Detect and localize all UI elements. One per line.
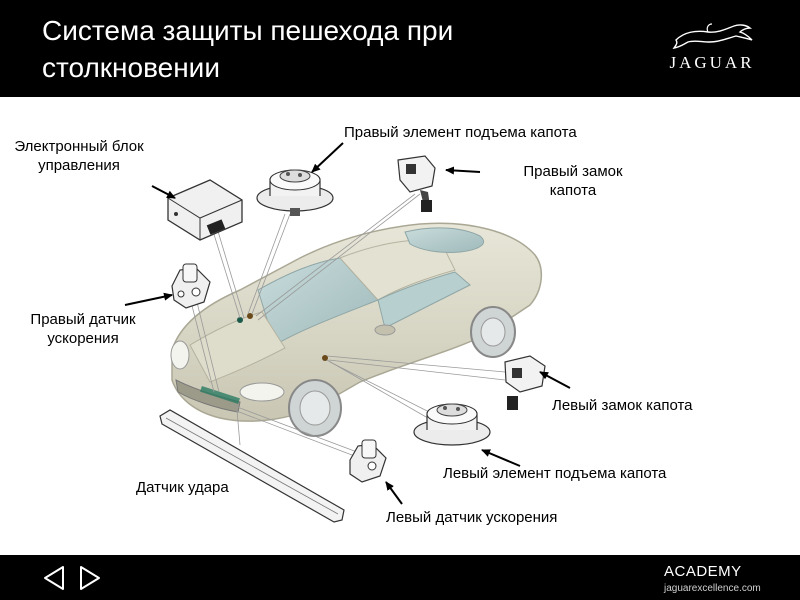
left-headlight [170, 340, 190, 370]
arrow-left-lifter [481, 449, 521, 467]
jaguar-logo: JAGUAR [662, 20, 762, 75]
label-right-hood-lifter: Правый элемент подъема капота [344, 124, 577, 141]
label-left-hood-latch: Левый замок капота [552, 397, 693, 414]
diagram-area: Электронный блок управления Правый элеме… [0, 97, 800, 555]
right-hood-latch-part [397, 155, 436, 212]
label-left-accel-sensor: Левый датчик ускорения [386, 509, 558, 526]
arrow-left-accel [385, 481, 403, 505]
label-left-hood-lifter: Левый элемент подъема капота [443, 465, 667, 482]
sensor-points [200, 313, 328, 405]
academy-url[interactable]: jaguarexcellence.com [664, 583, 761, 594]
left-hood-lifter-part [413, 403, 491, 446]
header-bar: Система защиты пешехода при столкновении… [0, 0, 800, 97]
right-headlight [239, 382, 285, 402]
footer-bar: ACADEMY jaguarexcellence.com [0, 555, 800, 600]
logo-text: JAGUAR [669, 53, 755, 72]
leaping-jaguar-icon [672, 23, 753, 49]
hood [189, 311, 286, 383]
academy-label: ACADEMY [664, 563, 742, 580]
prev-slide-button[interactable] [42, 565, 66, 591]
impact-sensor-strip [200, 385, 240, 405]
left-lifter-point [322, 355, 328, 361]
arrow-left-latch [539, 371, 571, 389]
side-window [377, 271, 471, 329]
label-right-accel-sensor: Правый датчик ускорения [30, 311, 136, 347]
arrow-right-latch [445, 166, 481, 175]
pointer-arrows [124, 142, 571, 505]
system-diagram [124, 142, 571, 523]
page-title: Система защиты пешехода при столкновении [42, 15, 454, 83]
right-lifter-point [247, 313, 253, 319]
left-hood-latch-part [504, 355, 546, 410]
triangle-right-icon [80, 566, 100, 590]
arrow-right-lifter [311, 142, 344, 173]
label-impact-sensor: Датчик удара [136, 479, 229, 496]
connection-lines [187, 193, 506, 461]
roof [339, 239, 456, 301]
ecu-module [167, 179, 243, 241]
front-grille [175, 379, 241, 413]
arrow-ecu [151, 185, 176, 199]
left-accel-sensor-part [349, 439, 387, 483]
ecu-point [237, 317, 243, 323]
sunroof [404, 227, 485, 253]
side-mirror [374, 324, 396, 336]
triangle-left-icon [44, 566, 64, 590]
label-right-hood-latch: Правый замок капота [523, 163, 623, 199]
impact-sensor-part [159, 409, 345, 523]
right-hood-lifter-part [256, 169, 334, 216]
right-accel-sensor-part [171, 263, 211, 309]
car-body [170, 222, 542, 437]
next-slide-button[interactable] [78, 565, 102, 591]
label-ecu: Электронный блок управления [14, 138, 144, 174]
arrow-right-accel [124, 292, 173, 306]
